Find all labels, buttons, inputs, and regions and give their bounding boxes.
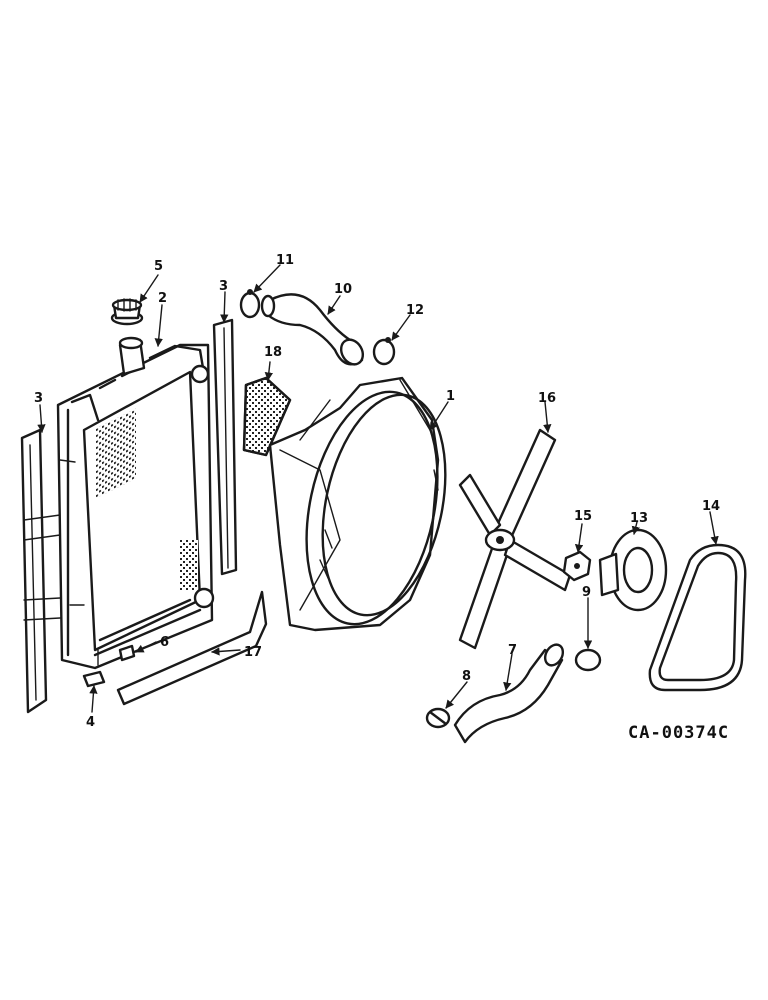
callout-15: 15 — [574, 509, 592, 524]
callout-9: 9 — [582, 585, 591, 600]
hose-clamp-lower — [425, 707, 451, 729]
upper-hose — [260, 293, 365, 366]
side-seal-right — [212, 318, 238, 576]
side-seal-left — [20, 428, 61, 714]
callout-10: 10 — [334, 282, 352, 297]
drawing-code: CA-00374C — [628, 723, 729, 743]
callout-4: 4 — [86, 715, 95, 730]
callout-5: 5 — [154, 259, 163, 274]
cooling-fan — [458, 428, 572, 650]
fan-shroud — [268, 376, 447, 632]
fan-belt — [648, 543, 747, 692]
callout-16: 16 — [538, 391, 556, 406]
callout-8: 8 — [462, 669, 471, 684]
callout-11: 11 — [276, 253, 294, 268]
hose-clamp-upper-left — [239, 289, 261, 319]
drain-cock — [118, 644, 136, 662]
callout-7: 7 — [508, 643, 517, 658]
callout-3-left: 3 — [34, 391, 43, 406]
radiator-cap — [110, 298, 144, 326]
hose-clamp-upper-right — [372, 337, 396, 366]
fan-spacer — [562, 550, 592, 582]
callout-12: 12 — [406, 303, 424, 318]
callout-17: 17 — [244, 645, 262, 660]
fan-pulley — [598, 528, 668, 612]
callout-6: 6 — [160, 635, 169, 650]
leader-lines — [37, 264, 719, 713]
callout-3-right: 3 — [219, 279, 228, 294]
lower-hose — [453, 643, 565, 744]
callout-1: 1 — [446, 389, 455, 404]
callout-13: 13 — [630, 511, 648, 526]
hose-clamp-pump — [574, 648, 602, 672]
seal-pad — [242, 376, 292, 457]
radiator — [56, 336, 215, 670]
callout-labels: 5 2 3 3 4 6 17 18 11 10 12 1 16 15 13 14… — [34, 253, 720, 730]
callout-14: 14 — [702, 499, 720, 514]
callout-18: 18 — [264, 345, 282, 360]
callout-2: 2 — [158, 291, 167, 306]
bottom-seal — [116, 590, 268, 706]
drain-bracket — [82, 670, 106, 688]
